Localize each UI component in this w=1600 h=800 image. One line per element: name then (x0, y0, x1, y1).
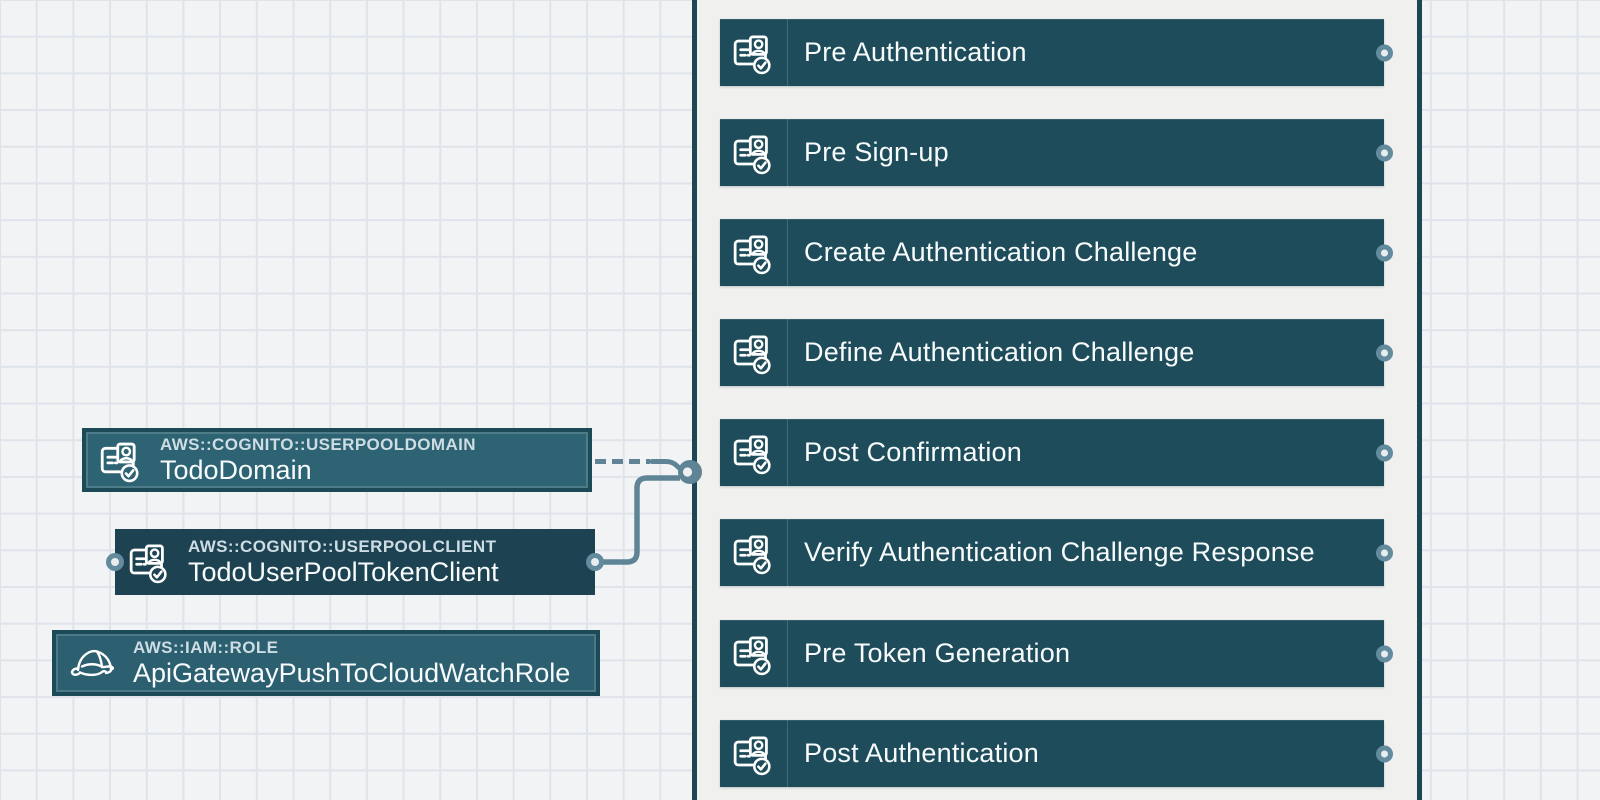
row-pre-authentication[interactable]: Pre Authentication (720, 19, 1393, 86)
cognito-user-pool-icon (720, 119, 788, 186)
connection-port[interactable] (1376, 745, 1393, 762)
row-pre-sign-up[interactable]: Pre Sign-up (720, 119, 1393, 186)
cognito-user-pool-icon (720, 219, 788, 286)
cognito-user-pool-icon (720, 720, 788, 787)
node-todouserpooltokenclient[interactable]: AWS::COGNITO::USERPOOLCLIENT TodoUserPoo… (106, 529, 604, 595)
resource-type-label: AWS::IAM::ROLE (133, 637, 279, 657)
resource-type-label: AWS::COGNITO::USERPOOLCLIENT (188, 536, 497, 556)
row-label: Pre Sign-up (804, 137, 949, 167)
row-label: Post Confirmation (804, 437, 1022, 467)
edge-tokenclient-to-userpool[interactable] (595, 475, 680, 565)
row-label: Define Authentication Challenge (804, 337, 1195, 367)
container-port-center (682, 467, 693, 477)
connection-port[interactable] (1376, 544, 1393, 561)
row-post-confirmation[interactable]: Post Confirmation (720, 419, 1393, 486)
node-text: AWS::COGNITO::USERPOOLCLIENT TodoUserPoo… (188, 536, 499, 587)
resource-name-label: TodoUserPoolTokenClient (188, 556, 499, 587)
connection-port[interactable] (106, 553, 124, 571)
edge-arrowhead (649, 459, 684, 472)
node-tododomain[interactable]: AWS::COGNITO::USERPOOLDOMAIN TodoDomain (82, 428, 592, 492)
connection-port[interactable] (1376, 645, 1393, 662)
resource-name-label: ApiGatewayPushToCloudWatchRole (133, 657, 571, 688)
connection-port[interactable] (1376, 444, 1393, 461)
row-label: Post Authentication (804, 738, 1039, 768)
connection-port[interactable] (1376, 344, 1393, 361)
resource-type-label: AWS::COGNITO::USERPOOLDOMAIN (160, 434, 476, 454)
row-label: Pre Token Generation (804, 638, 1071, 668)
connection-port[interactable] (1376, 244, 1393, 261)
cognito-user-pool-icon (720, 419, 788, 486)
cognito-user-pool-icon (720, 19, 788, 86)
row-label: Pre Authentication (804, 37, 1027, 67)
connection-port[interactable] (1376, 144, 1393, 161)
cognito-user-pool-icon (98, 437, 145, 484)
row-label: Create Authentication Challenge (804, 237, 1198, 267)
cognito-user-pool-icon (720, 620, 788, 687)
row-label: Verify Authentication Challenge Response (804, 537, 1315, 567)
node-apigatewaypushtocloudwatchrole[interactable]: AWS::IAM::ROLE ApiGatewayPushToCloudWatc… (52, 630, 600, 696)
row-create-auth-challenge[interactable]: Create Authentication Challenge (720, 219, 1393, 286)
row-verify-auth-challenge-response[interactable]: Verify Authentication Challenge Response (720, 519, 1393, 586)
row-define-auth-challenge[interactable]: Define Authentication Challenge (720, 319, 1393, 386)
iam-role-icon (68, 638, 118, 688)
node-text: AWS::COGNITO::USERPOOLDOMAIN TodoDomain (160, 434, 476, 485)
connection-port[interactable] (586, 553, 604, 571)
cognito-user-pool-icon (720, 519, 788, 586)
resource-name-label: TodoDomain (160, 454, 312, 485)
node-text: AWS::IAM::ROLE ApiGatewayPushToCloudWatc… (133, 637, 571, 688)
cognito-user-pool-icon (720, 319, 788, 386)
connection-port[interactable] (1376, 44, 1393, 61)
row-pre-token-generation[interactable]: Pre Token Generation (720, 620, 1393, 687)
cognito-user-pool-icon (127, 539, 173, 585)
row-post-authentication[interactable]: Post Authentication (720, 720, 1393, 787)
